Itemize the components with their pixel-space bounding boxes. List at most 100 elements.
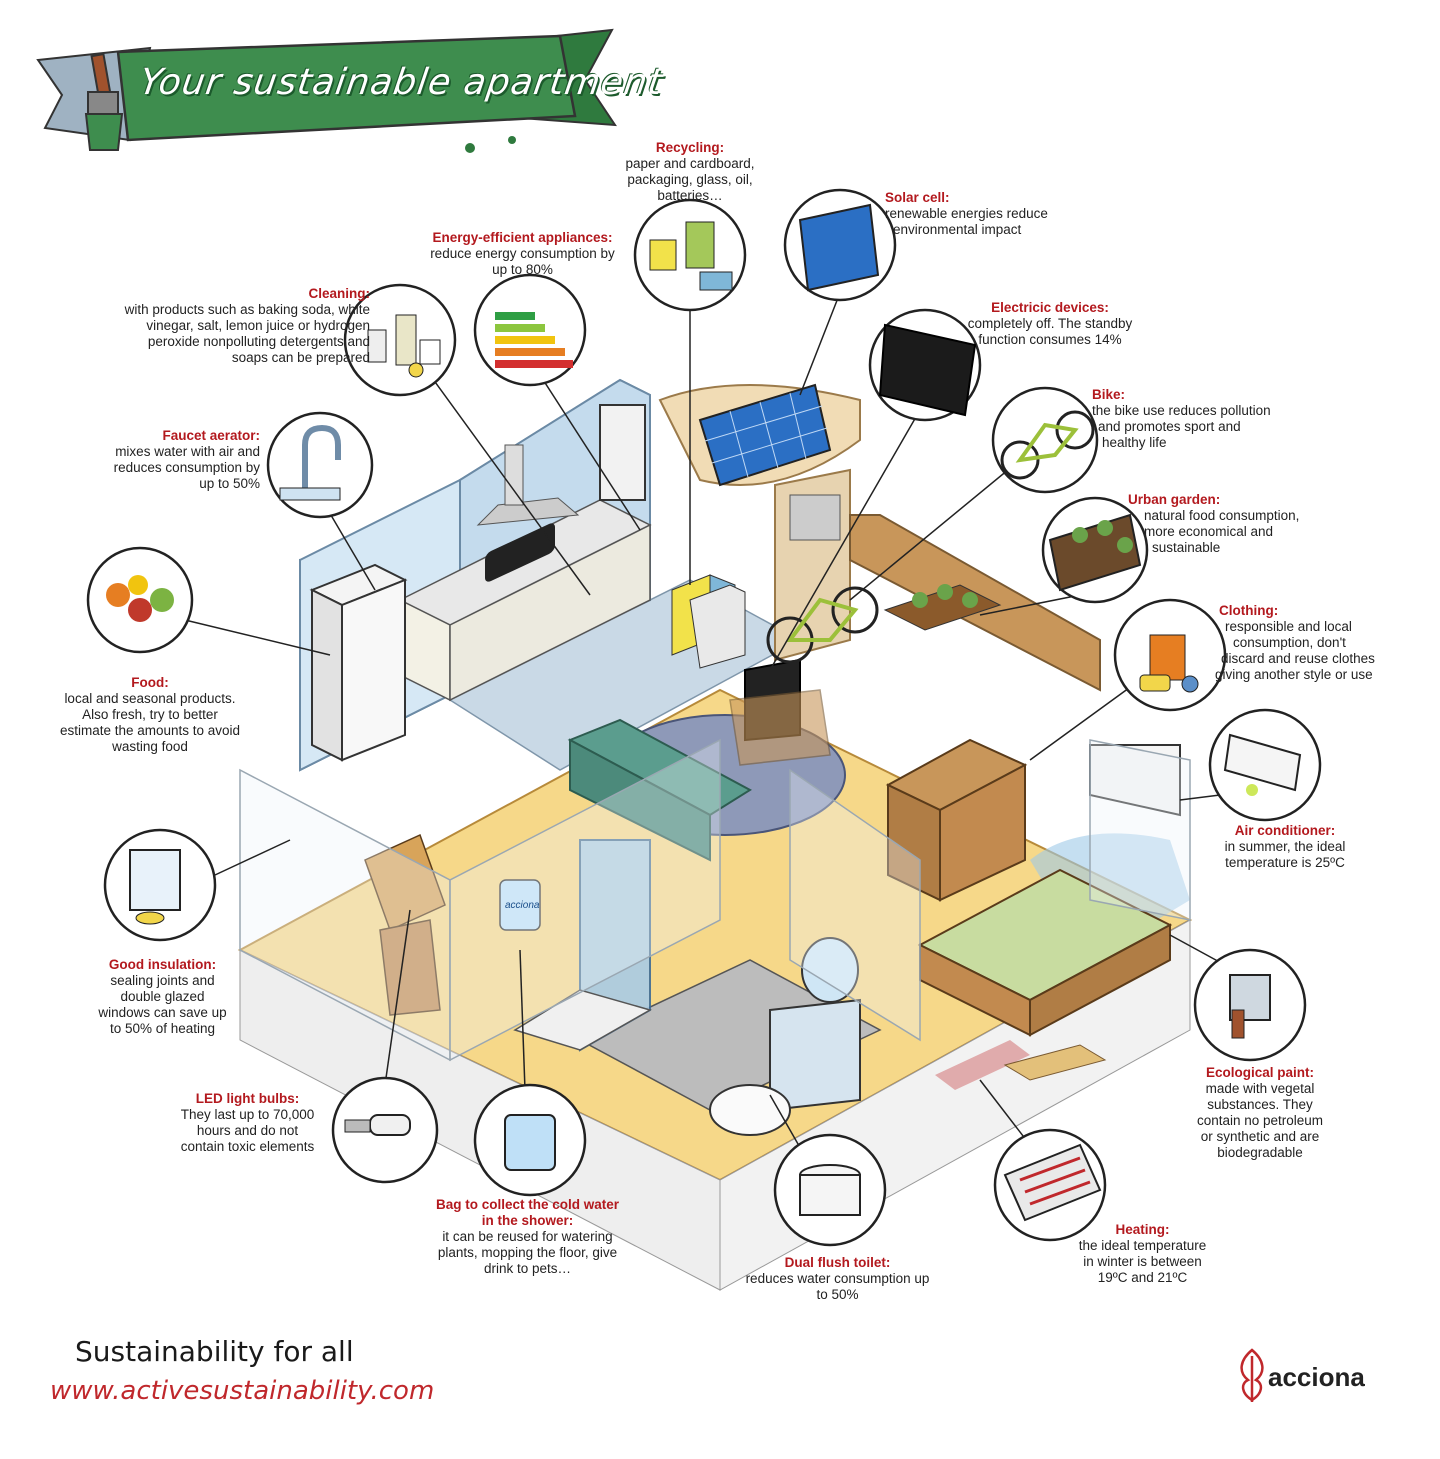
boiler xyxy=(599,404,646,501)
callout-line: They last up to 70,000 xyxy=(180,1107,315,1122)
callout-line: sustainable xyxy=(1152,540,1221,555)
footer-url-link[interactable]: www.activesustainability.com xyxy=(50,1376,435,1406)
callout-title: Ecological paint: xyxy=(1205,1065,1314,1080)
recycling-bins xyxy=(671,574,746,669)
callout-aircon: Air conditioner: in summer, the ideal te… xyxy=(1200,823,1370,871)
toilet-icon xyxy=(773,1133,887,1247)
callout-line: up to 50% xyxy=(199,476,260,491)
callout-line: paper and cardboard, xyxy=(625,156,755,171)
solar-panel-icon xyxy=(783,188,897,302)
title-banner xyxy=(36,28,617,153)
callout-line: biodegradable xyxy=(1217,1145,1303,1160)
shower-bag-icon xyxy=(473,1083,587,1197)
callout-title: Heating: xyxy=(1115,1222,1170,1237)
bathroom xyxy=(499,839,861,1136)
callout-line: double glazed xyxy=(120,989,205,1004)
callout-shower-bag: Bag to collect the cold water in the sho… xyxy=(405,1197,650,1277)
callout-title: Energy-efficient appliances: xyxy=(432,230,613,245)
led-bulb-icon xyxy=(331,1076,439,1184)
callout-line: natural food consumption, xyxy=(1144,508,1300,523)
callout-line: contain no petroleum xyxy=(1196,1113,1324,1128)
callout-line: reduces water consumption up xyxy=(745,1271,930,1286)
callout-title: Electricic devices: xyxy=(991,300,1109,315)
callout-line: vinegar, salt, lemon juice or hydrogen xyxy=(146,318,370,333)
fridge xyxy=(309,563,408,762)
callout-title: Recycling: xyxy=(655,140,725,155)
callout-line: environmental impact xyxy=(893,222,1022,237)
callout-line: with products such as baking soda, white xyxy=(124,302,370,317)
callout-title: Faucet aerator: xyxy=(162,428,260,443)
callout-line: mixes water with air and xyxy=(115,444,260,459)
callout-cleaning: Cleaning: with products such as baking s… xyxy=(50,286,370,366)
callout-title: Bike: xyxy=(1092,387,1126,402)
callout-line: more economical and xyxy=(1144,524,1274,539)
callout-line: responsible and local xyxy=(1225,619,1352,634)
floor-heating-icon xyxy=(993,1128,1107,1242)
callout-title: Urban garden: xyxy=(1128,492,1221,507)
callout-line: contain toxic elements xyxy=(180,1139,315,1154)
food-basket-icon xyxy=(86,546,194,654)
callout-line: giving another style or use xyxy=(1215,667,1373,682)
callout-solar: Solar cell: renewable energies reduce en… xyxy=(885,190,1085,238)
callout-title: Solar cell: xyxy=(885,190,950,205)
callout-line: local and seasonal products. xyxy=(64,691,236,706)
callout-line: up to 80% xyxy=(492,262,553,277)
callout-line: Also fresh, try to better xyxy=(82,707,218,722)
callout-title: Food: xyxy=(131,675,169,690)
callout-line: substances. They xyxy=(1207,1097,1313,1112)
callout-line: consumption, don't xyxy=(1233,635,1346,650)
urban-garden-icon xyxy=(1041,496,1149,604)
callout-heating: Heating: the ideal temperature in winter… xyxy=(1060,1222,1225,1286)
footer-tagline: Sustainability for all xyxy=(75,1335,354,1368)
bike-icon xyxy=(991,386,1099,494)
callout-line: plants, mopping the floor, give xyxy=(437,1245,618,1260)
callout-line: the ideal temperature xyxy=(1078,1238,1207,1253)
callout-line: soaps can be prepared xyxy=(231,350,370,365)
callout-title: LED light bulbs: xyxy=(195,1091,300,1106)
callout-line: renewable energies reduce xyxy=(885,206,1048,221)
paint-bucket-icon xyxy=(1193,948,1307,1062)
callout-title: Cleaning: xyxy=(308,286,370,301)
callout-title: Clothing: xyxy=(1219,603,1279,618)
callout-line: temperature is 25ºC xyxy=(1225,855,1345,870)
callout-insulation: Good insulation: sealing joints and doub… xyxy=(75,957,250,1037)
callout-garden: Urban garden: natural food consumption, … xyxy=(1128,492,1338,556)
living-room xyxy=(567,586,879,862)
clothing-icon xyxy=(1113,598,1227,712)
callout-line: made with vegetal xyxy=(1205,1081,1315,1096)
callout-line: packaging, glass, oil, xyxy=(627,172,753,187)
acciona-logo-icon xyxy=(1240,1348,1264,1402)
callout-line: reduces consumption by xyxy=(113,460,260,475)
energy-label-icon xyxy=(473,273,587,387)
page-title: Your sustainable apartment xyxy=(137,62,666,103)
callout-paint: Ecological paint: made with vegetal subs… xyxy=(1180,1065,1340,1161)
callout-line: or synthetic and are xyxy=(1200,1129,1320,1144)
tv-screen-icon xyxy=(868,308,982,422)
callout-line: estimate the amounts to avoid xyxy=(59,723,241,738)
callout-recycling: Recycling: paper and cardboard, packagin… xyxy=(600,140,780,204)
dining xyxy=(364,833,446,1016)
callout-line: sealing joints and xyxy=(110,973,215,988)
callout-line: it can be reused for watering xyxy=(442,1229,613,1244)
callout-title: Good insulation: xyxy=(108,957,217,972)
brand-name: acciona xyxy=(1268,1362,1365,1392)
callout-line: wasting food xyxy=(112,739,188,754)
callout-title: Bag to collect the cold water xyxy=(435,1197,620,1212)
paintbrush-icon xyxy=(84,52,124,151)
callout-line: healthy life xyxy=(1102,435,1167,450)
callout-title: in the shower: xyxy=(481,1213,574,1228)
callout-title: Dual flush toilet: xyxy=(784,1255,891,1270)
callout-line: windows can save up xyxy=(98,1005,227,1020)
callout-line: to 50% of heating xyxy=(109,1021,216,1036)
callout-line: reduce energy consumption by xyxy=(430,246,615,261)
callout-line: completely off. The standby xyxy=(967,316,1133,331)
recycling-bins-icon xyxy=(633,198,747,312)
callout-title: Air conditioner: xyxy=(1234,823,1336,838)
callout-clothing: Clothing: responsible and local consumpt… xyxy=(1215,603,1430,683)
window-insulation-icon xyxy=(103,828,217,942)
callout-line: hours and do not xyxy=(196,1123,299,1138)
bedroom xyxy=(885,738,1190,1090)
kitchen-counter xyxy=(398,444,652,702)
terrace xyxy=(658,383,861,662)
